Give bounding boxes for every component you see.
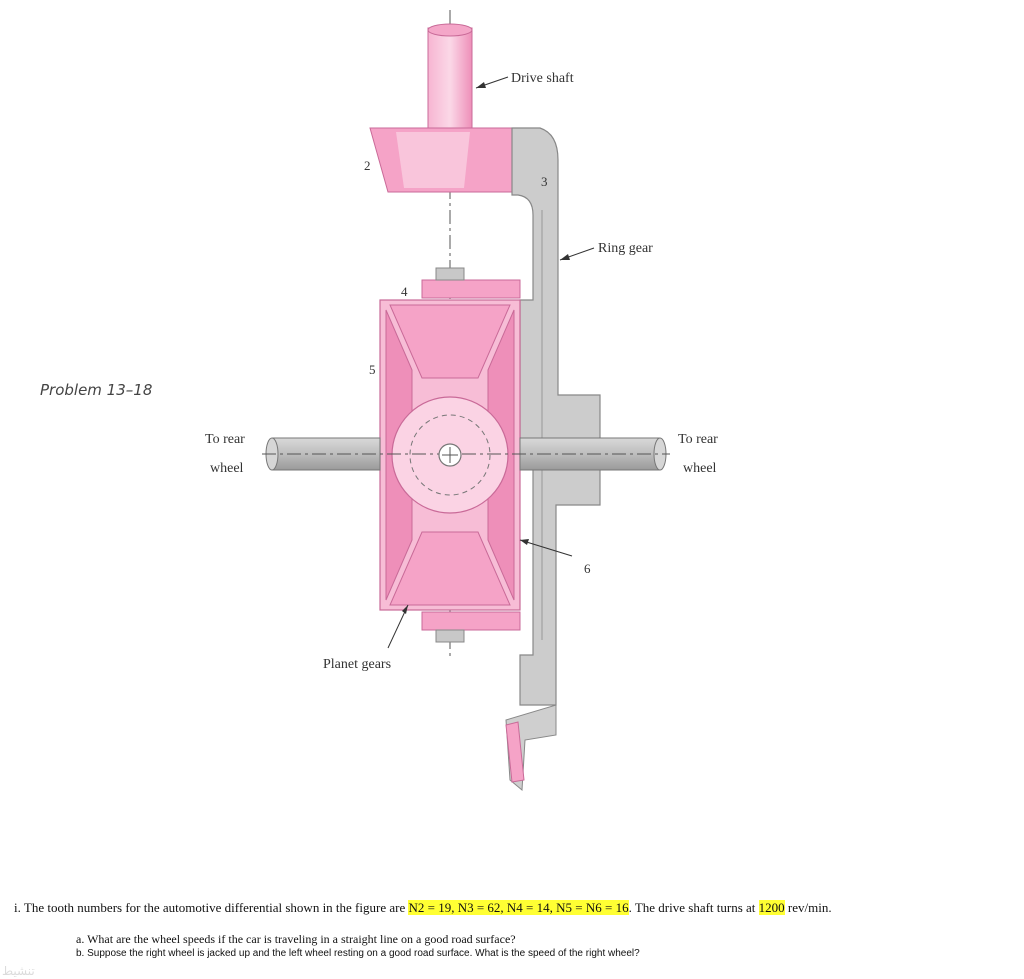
carrier-plate-top [421, 279, 521, 299]
label-to-rear-wheel-left-1: To rear [205, 432, 245, 447]
tooth-numbers-highlight: N2 = 19, N3 = 62, N4 = 14, N5 = N6 = 16 [408, 900, 629, 915]
drive-shaft-end [427, 23, 473, 37]
label-gear-3: 3 [541, 174, 548, 189]
bolt-top [435, 267, 465, 281]
label-gear-4: 4 [401, 284, 408, 299]
question-middle: . The drive shaft turns at [628, 900, 759, 915]
label-drive-shaft: Drive shaft [511, 71, 574, 86]
drive-shaft [427, 27, 473, 131]
question-part-b: b. Suppose the right wheel is jacked up … [76, 948, 640, 959]
label-to-rear-wheel-left-2: wheel [210, 461, 244, 476]
pinion-gear-2-highlight [396, 132, 470, 188]
planet-gear-top [389, 304, 511, 379]
leader-planet-gears-arrow [402, 605, 408, 614]
label-to-rear-wheel-right-1: To rear [678, 432, 718, 447]
leader-gear-6-arrow [520, 539, 529, 545]
label-ring-gear: Ring gear [598, 241, 653, 256]
planet-gear-bottom [389, 531, 511, 606]
ring-gear [511, 127, 601, 706]
label-gear-2: 2 [364, 158, 371, 173]
label-to-rear-wheel-right-2: wheel [683, 461, 717, 476]
ring-gear-lip-pink [505, 721, 525, 783]
problem-label: Problem 13–18 [40, 381, 153, 399]
label-planet-gears: Planet gears [323, 657, 391, 672]
leader-drive-shaft-arrow [476, 82, 486, 88]
center-gear-pitch [409, 414, 491, 496]
question-unit: rev/min. [784, 900, 832, 915]
watermark: تنشيط [2, 964, 35, 978]
question-part-a: a. What are the wheel speeds if the car … [76, 932, 516, 946]
leader-gear-6 [519, 539, 573, 557]
label-gear-5: 5 [369, 362, 376, 377]
differential-diagram: Drive shaft Ring gear To rear wheel To r… [205, 10, 718, 792]
speed-highlight: 1200 [758, 900, 785, 915]
question-text: i. The tooth numbers for the automotive … [14, 900, 1014, 916]
label-gear-6: 6 [584, 561, 591, 576]
carrier-plate-bottom [421, 611, 521, 631]
bolt-bottom [435, 629, 465, 643]
question-intro: i. The tooth numbers for the automotive … [14, 900, 409, 915]
leader-ring-gear-arrow [560, 254, 570, 260]
